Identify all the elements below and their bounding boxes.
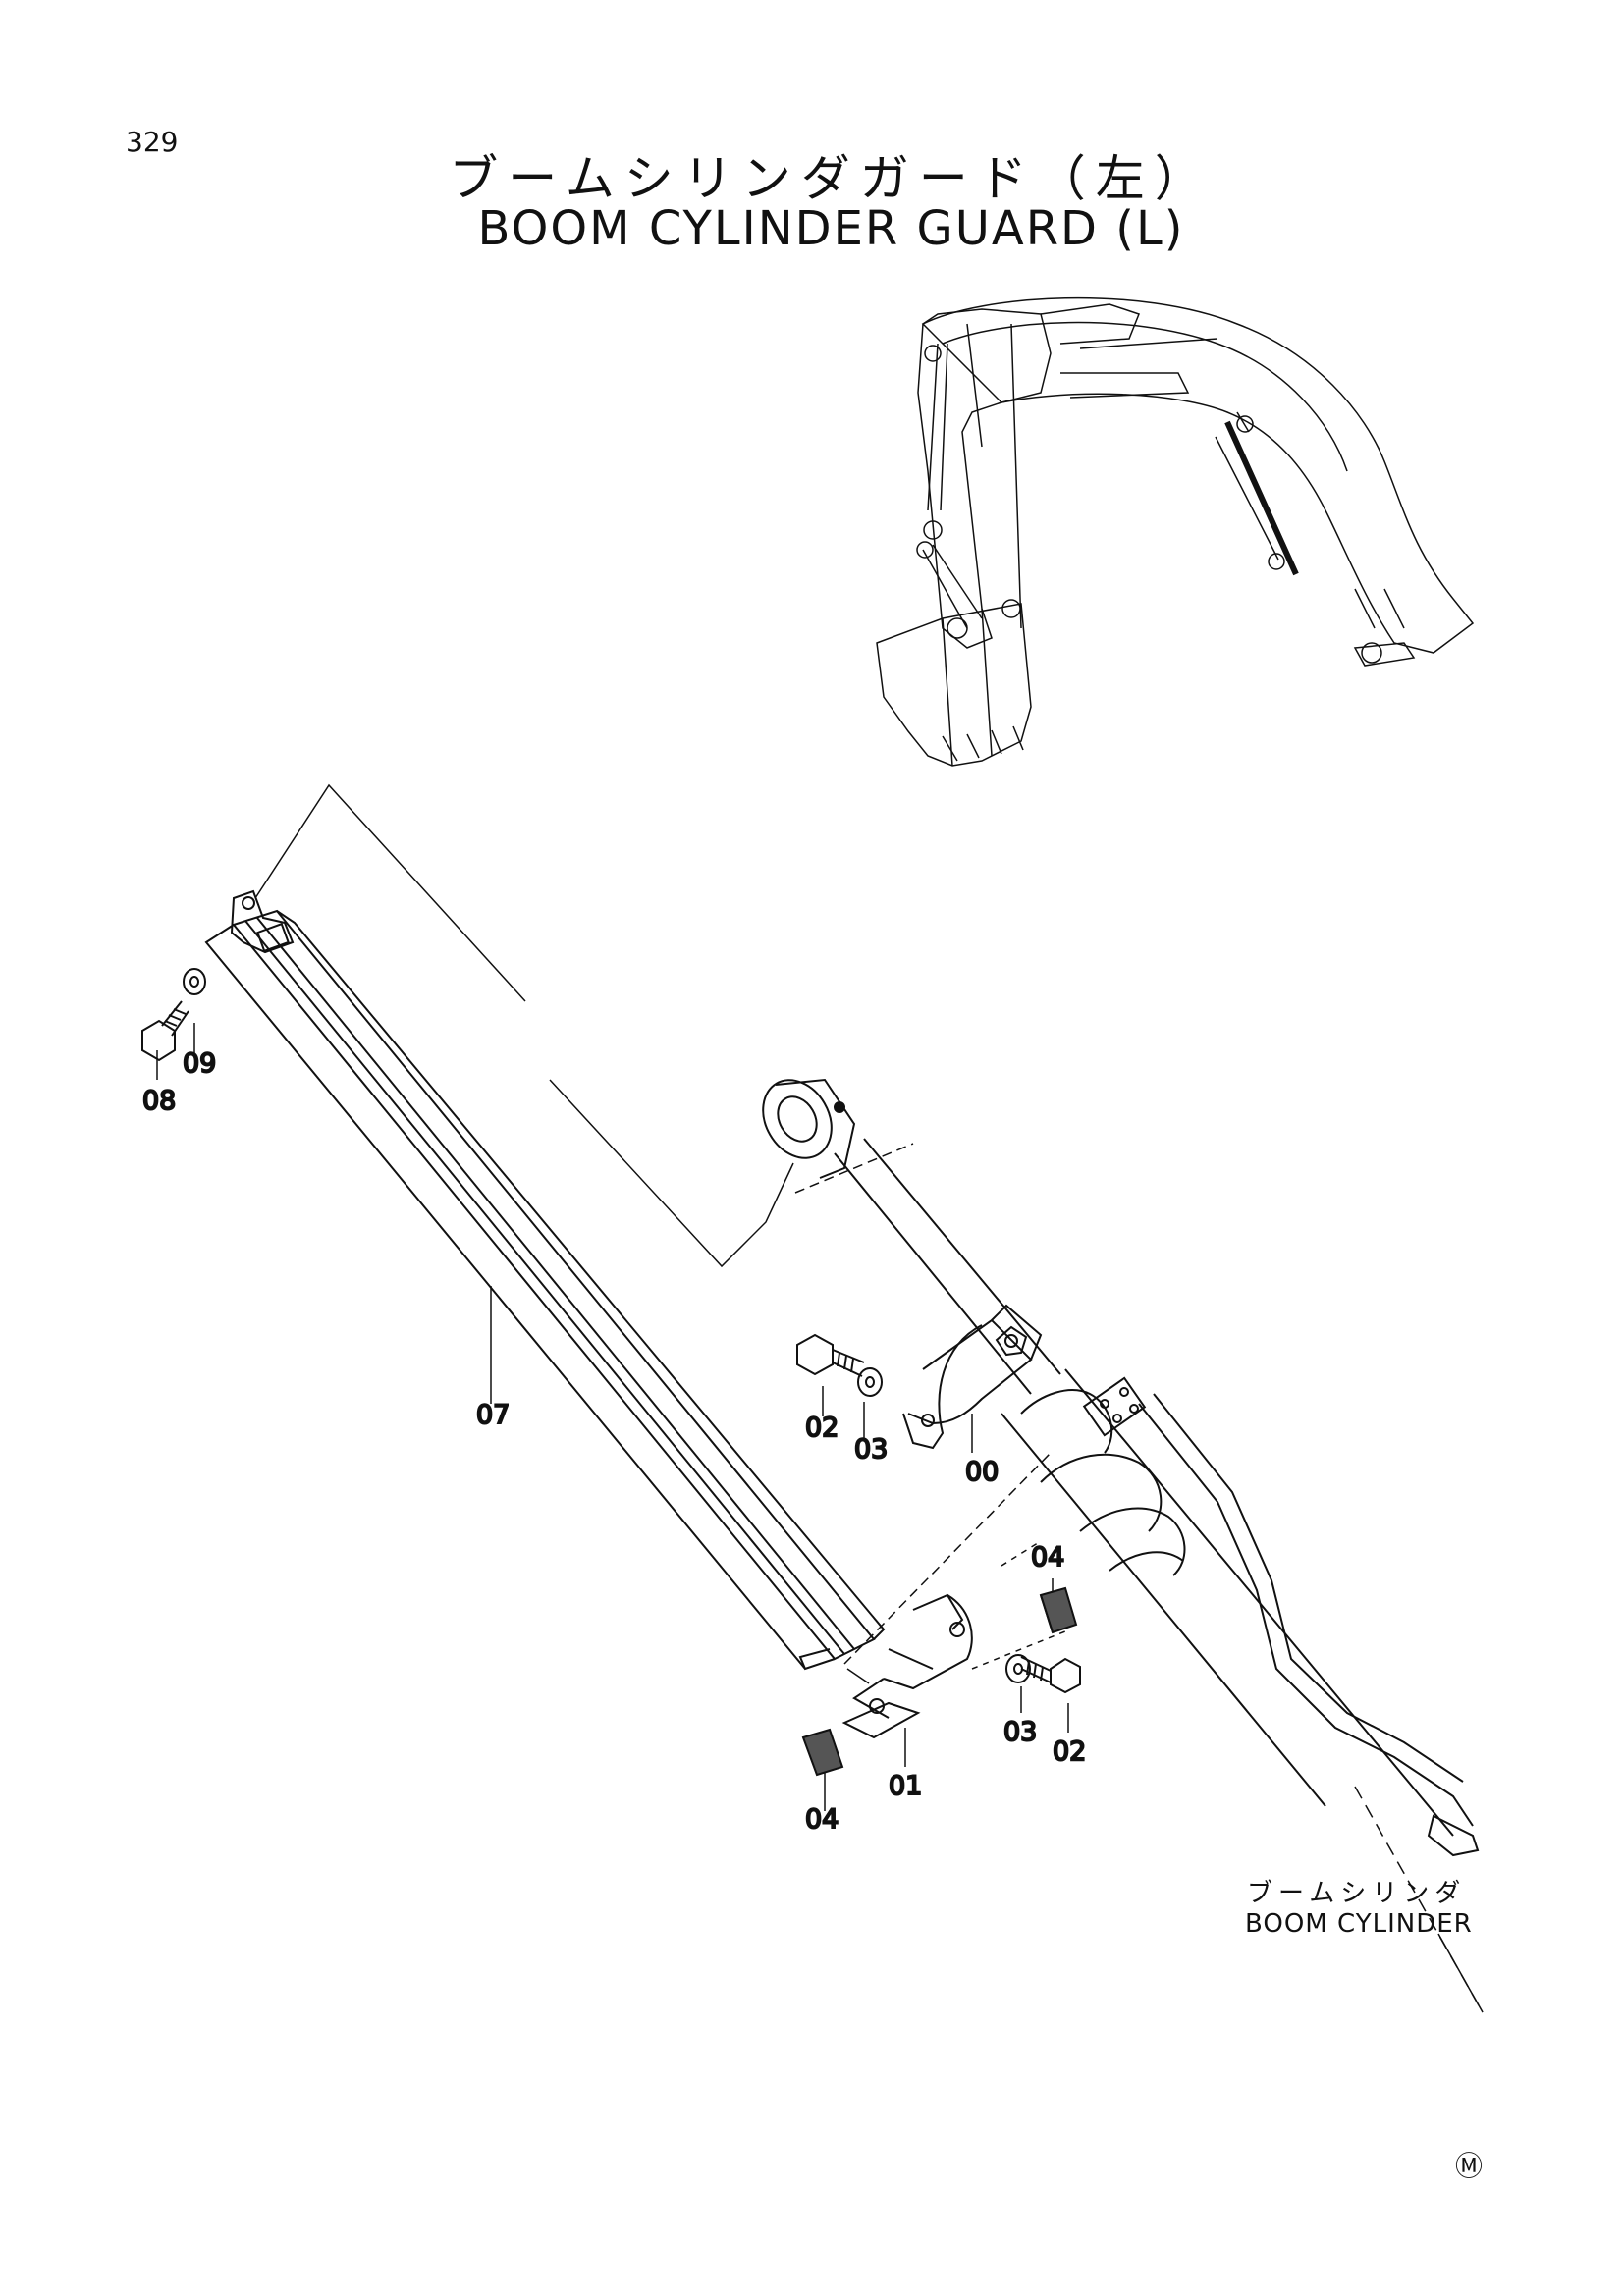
bolt-part-02-upper <box>796 1333 865 1377</box>
washer-part-09 <box>183 968 206 995</box>
clamp-part-00 <box>902 1304 1043 1450</box>
callout-01: 01 <box>889 1771 922 1801</box>
leader-lines <box>156 783 1484 2013</box>
callout-04-upper: 04 <box>1031 1542 1064 1573</box>
reference-label-jp: ブームシリンダ <box>1247 1879 1467 1908</box>
reference-label-en: BOOM CYLINDER <box>1245 1909 1473 1939</box>
boom-cylinder-illustration <box>762 1078 1480 1857</box>
callout-09: 09 <box>183 1048 216 1079</box>
callout-03-lower: 03 <box>1003 1717 1037 1747</box>
callout-07: 07 <box>476 1400 510 1430</box>
page-title-en: BOOM CYLINDER GUARD (L) <box>477 201 1185 256</box>
bolt-part-08 <box>141 1000 189 1062</box>
guard-channel-part-07 <box>204 889 886 1671</box>
callout-08: 08 <box>142 1086 176 1116</box>
page-number: 329 <box>126 126 179 158</box>
callout-02-upper: 02 <box>805 1413 839 1443</box>
callout-02-lower: 02 <box>1053 1736 1086 1767</box>
pad-part-04-lower <box>801 1728 844 1777</box>
excavator-overview-illustration <box>876 296 1475 767</box>
pad-part-04-upper <box>1039 1586 1078 1634</box>
washer-part-03-upper <box>857 1367 883 1397</box>
clamp-part-01 <box>841 1593 973 1739</box>
bolt-part-02-lower <box>1020 1656 1081 1694</box>
washer-part-03-lower <box>1005 1654 1031 1683</box>
callout-04-lower: 04 <box>805 1804 839 1835</box>
page-title-jp: ブームシリンダガード（左） <box>449 150 1214 207</box>
callout-03-upper: 03 <box>854 1434 888 1465</box>
callout-00: 00 <box>965 1457 999 1487</box>
m-mark-icon: Ⓜ <box>1455 2150 1484 2182</box>
